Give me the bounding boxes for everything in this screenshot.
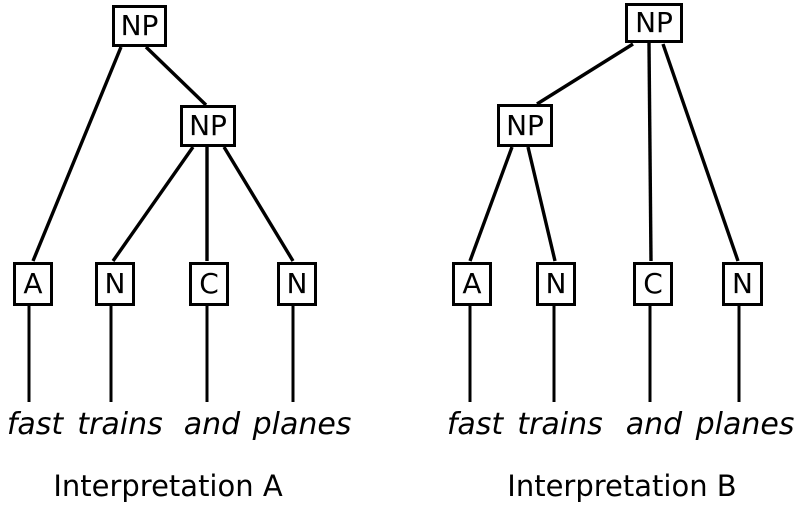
tree-b-word-planes: planes	[695, 407, 795, 442]
tree-b-word-and: and	[625, 407, 683, 442]
node-label: NP	[120, 9, 159, 42]
tree-a-node-n2: N	[277, 262, 317, 306]
tree-b-node-np-root: NP	[625, 3, 683, 43]
tree-a-edge-np-root-a	[31, 46, 123, 262]
node-label: N	[545, 267, 567, 300]
tree-a-word-planes: planes	[252, 407, 352, 442]
node-label: NP	[506, 108, 544, 142]
node-label: C	[643, 267, 663, 300]
tree-b-edge-np-root-np-inner	[536, 42, 634, 106]
caption-interpretation-a: Interpretation A	[53, 469, 283, 503]
node-label: NP	[189, 109, 227, 142]
caption-interpretation-b: Interpretation B	[507, 469, 737, 503]
tree-a-word-trains: trains	[77, 407, 163, 442]
tree-a-edge-np-root-np-inner	[144, 45, 208, 107]
node-label: N	[104, 267, 126, 300]
tree-b-node-c: C	[633, 262, 673, 306]
node-label: C	[199, 267, 219, 300]
tree-a-edge-np-inner-n1	[111, 146, 195, 262]
tree-a-node-c: C	[189, 262, 229, 306]
tree-b-edge-np-root-n2	[661, 43, 740, 262]
tree-b-edge-np-inner-a	[468, 146, 514, 262]
node-label: N	[732, 267, 753, 300]
tree-b-node-a: A	[452, 262, 492, 306]
tree-b-node-n2: N	[722, 262, 763, 306]
tree-a-word-fast: fast	[6, 407, 64, 442]
node-label: NP	[635, 6, 673, 39]
tree-a-node-n1: N	[95, 262, 135, 306]
tree-a-node-np-inner: NP	[180, 105, 236, 147]
node-label: A	[462, 267, 482, 300]
tree-a-word-and: and	[183, 407, 241, 442]
tree-a-node-a: A	[13, 262, 53, 306]
tree-b-word-fast: fast	[446, 407, 504, 442]
node-label: A	[23, 267, 43, 300]
tree-b-edge-np-root-c	[647, 42, 653, 262]
tree-a-node-np-root: NP	[112, 5, 167, 47]
tree-a-edge-np-inner-n2	[222, 146, 295, 262]
tree-b-node-np-inner: NP	[497, 104, 553, 147]
tree-b-word-trains: trains	[517, 407, 603, 442]
node-label: N	[286, 267, 308, 300]
tree-b-edge-np-inner-n1	[526, 146, 557, 262]
tree-b-node-n1: N	[536, 262, 576, 306]
